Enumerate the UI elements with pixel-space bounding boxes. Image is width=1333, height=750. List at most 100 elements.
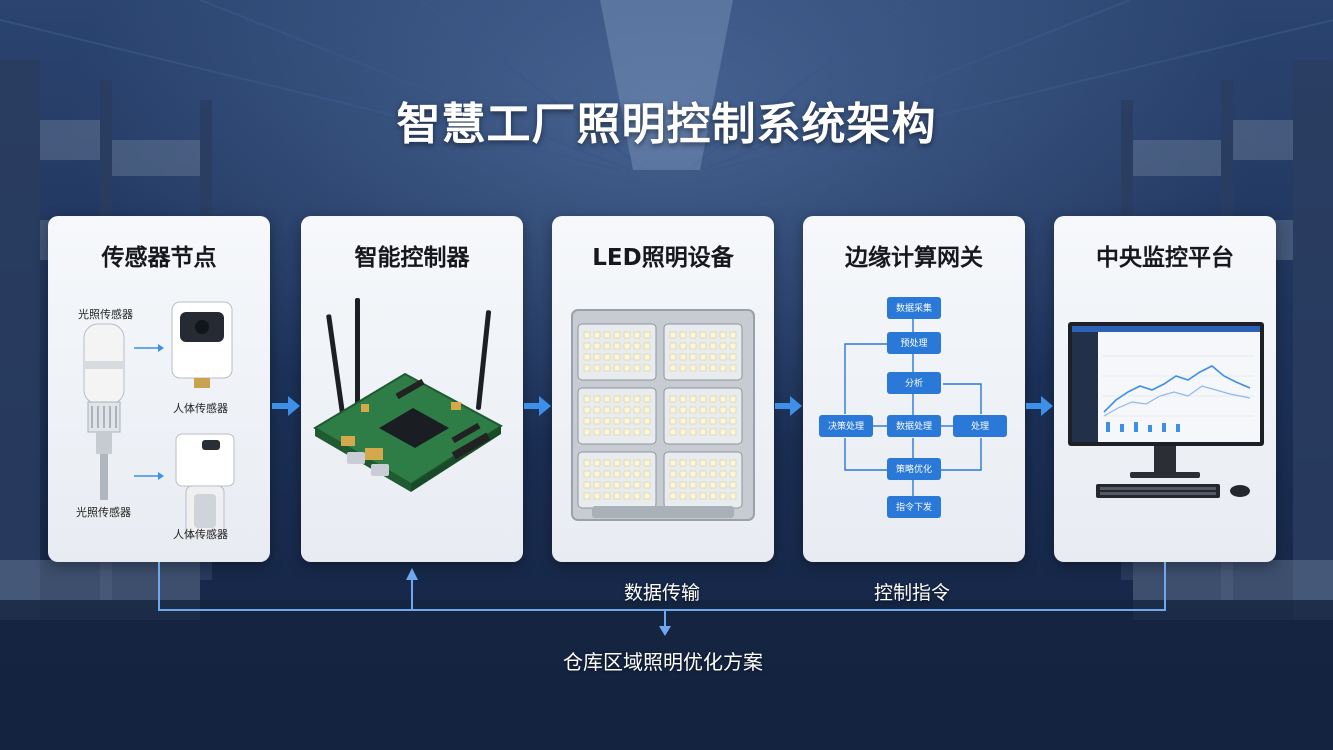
led-chip bbox=[623, 417, 631, 425]
led-chip bbox=[699, 459, 707, 467]
led-chip bbox=[583, 395, 591, 403]
flow-step-analyze: 分析 bbox=[905, 377, 923, 389]
led-chip bbox=[643, 470, 651, 478]
smart-controller-card: 智能控制器 bbox=[301, 216, 523, 562]
led-chip bbox=[709, 417, 717, 425]
led-chip bbox=[583, 406, 591, 414]
led-panel-icon bbox=[571, 309, 755, 521]
led-chip bbox=[699, 481, 707, 489]
led-chip bbox=[699, 331, 707, 339]
light-sensor-icon bbox=[83, 323, 125, 500]
led-chip bbox=[593, 364, 601, 372]
led-chip bbox=[603, 406, 611, 414]
led-chip bbox=[729, 342, 737, 350]
led-chip bbox=[669, 406, 677, 414]
sensor-illustration bbox=[83, 301, 235, 537]
led-chip bbox=[709, 342, 717, 350]
led-chip bbox=[633, 481, 641, 489]
led-chip bbox=[669, 364, 677, 372]
flow-step-optimize: 策略优化 bbox=[896, 463, 932, 475]
led-chip bbox=[613, 417, 621, 425]
led-chip bbox=[583, 428, 591, 436]
led-chip bbox=[669, 459, 677, 467]
led-chip bbox=[633, 342, 641, 350]
led-chip bbox=[603, 364, 611, 372]
led-chip bbox=[633, 395, 641, 403]
led-chip bbox=[623, 428, 631, 436]
led-chip bbox=[583, 342, 591, 350]
led-chip bbox=[643, 481, 651, 489]
led-chip bbox=[643, 428, 651, 436]
card-title-edge-gateway: 边缘计算网关 bbox=[845, 245, 983, 271]
flow-step-dispatch: 指令下发 bbox=[896, 501, 932, 513]
led-chip bbox=[699, 406, 707, 414]
pcb-board-icon bbox=[313, 298, 503, 492]
led-chip bbox=[583, 481, 591, 489]
led-chip bbox=[729, 492, 737, 500]
led-chip bbox=[689, 459, 697, 467]
led-chip bbox=[709, 470, 717, 478]
led-chip bbox=[593, 417, 601, 425]
card-title-sensor-node: 传感器节点 bbox=[101, 245, 217, 271]
light-sensor-label-bottom: 光照传感器 bbox=[76, 506, 131, 519]
led-chip bbox=[669, 470, 677, 478]
led-chip bbox=[719, 406, 727, 414]
human-sensor-label-top: 人体传感器 bbox=[173, 402, 228, 415]
led-chip bbox=[669, 395, 677, 403]
flow-step-preprocess: 预处理 bbox=[900, 337, 927, 349]
led-chip bbox=[689, 406, 697, 414]
led-chip bbox=[593, 331, 601, 339]
led-chip bbox=[719, 492, 727, 500]
led-chip bbox=[633, 470, 641, 478]
led-chip bbox=[669, 331, 677, 339]
led-chip bbox=[679, 364, 687, 372]
led-chip bbox=[593, 428, 601, 436]
led-chip bbox=[643, 342, 651, 350]
flow-step-decision: 决策处理 bbox=[828, 420, 864, 432]
led-chip bbox=[709, 331, 717, 339]
led-chip bbox=[679, 331, 687, 339]
led-chip bbox=[613, 364, 621, 372]
led-chip bbox=[583, 417, 591, 425]
led-chip bbox=[729, 395, 737, 403]
led-chip bbox=[679, 406, 687, 414]
led-chip bbox=[709, 428, 717, 436]
led-chip bbox=[719, 459, 727, 467]
led-chip bbox=[699, 492, 707, 500]
led-chip bbox=[679, 470, 687, 478]
led-chip bbox=[719, 342, 727, 350]
led-chip bbox=[623, 492, 631, 500]
led-chip bbox=[679, 459, 687, 467]
led-chip bbox=[643, 406, 651, 414]
led-chip bbox=[633, 353, 641, 361]
led-chip bbox=[699, 395, 707, 403]
led-chip bbox=[633, 364, 641, 372]
led-chip bbox=[689, 428, 697, 436]
led-chip bbox=[613, 342, 621, 350]
led-chip bbox=[593, 353, 601, 361]
led-chip bbox=[603, 459, 611, 467]
led-chip bbox=[633, 459, 641, 467]
human-sensor-icon bbox=[171, 301, 233, 388]
led-chip bbox=[593, 395, 601, 403]
led-chip bbox=[669, 417, 677, 425]
led-chip bbox=[623, 364, 631, 372]
led-chip bbox=[719, 428, 727, 436]
led-chip bbox=[709, 395, 717, 403]
led-chip bbox=[669, 428, 677, 436]
led-chip bbox=[729, 459, 737, 467]
led-chip bbox=[593, 459, 601, 467]
data-transfer-label: 数据传输 bbox=[624, 582, 701, 604]
led-chip bbox=[679, 353, 687, 361]
led-chip bbox=[679, 481, 687, 489]
led-lighting-card: LED照明设备 bbox=[552, 216, 774, 562]
led-chip bbox=[583, 331, 591, 339]
led-chip bbox=[729, 364, 737, 372]
led-chip bbox=[679, 342, 687, 350]
led-chip bbox=[709, 492, 717, 500]
led-chip bbox=[643, 417, 651, 425]
led-chip bbox=[679, 417, 687, 425]
led-chip bbox=[679, 395, 687, 403]
led-chip bbox=[643, 353, 651, 361]
led-chip bbox=[603, 428, 611, 436]
